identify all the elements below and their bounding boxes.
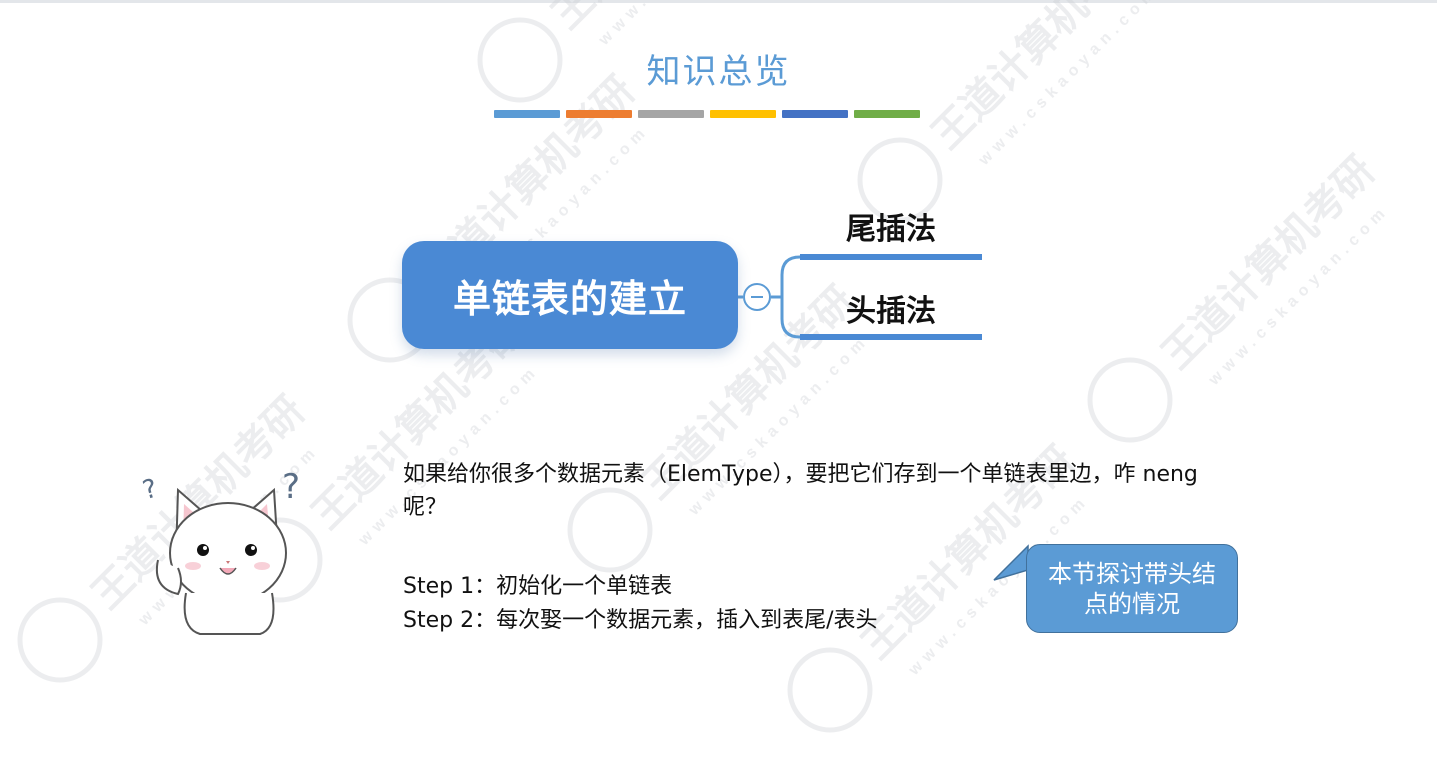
accent-bar-3 — [638, 110, 704, 118]
question-paragraph: 如果给你很多个数据元素（ElemType），要把它们存到一个单链表里边，咋 ne… — [403, 462, 1198, 520]
step-item-2: Step 2：每次娶一个数据元素，插入到表尾/表头 — [403, 608, 878, 633]
branch-line-2 — [780, 297, 982, 339]
accent-bar-5 — [782, 110, 848, 118]
step-item-1: Step 1：初始化一个单链表 — [403, 574, 673, 599]
minus-circle-icon[interactable] — [743, 283, 771, 311]
confused-cat-icon: ? ? — [140, 468, 300, 635]
slide-title: 知识总览 — [646, 52, 791, 92]
accent-bar-2 — [566, 110, 632, 118]
mindmap-central-topic: 单链表的建立 — [402, 241, 738, 349]
accent-bar-6 — [854, 110, 920, 118]
title-accent-bars — [494, 110, 920, 118]
accent-bar-4 — [710, 110, 776, 118]
svg-text:?: ? — [140, 474, 161, 507]
mindmap-branch-tail-insert: 尾插法 — [846, 212, 936, 247]
accent-bar-1 — [494, 110, 560, 118]
svg-text:?: ? — [282, 468, 300, 507]
mindmap-branch-head-insert: 头插法 — [846, 294, 936, 329]
steps-list: Step 1：初始化一个单链表 Step 2：每次娶一个数据元素，插入到表尾/表… — [403, 570, 878, 638]
branch-line-1 — [771, 255, 982, 299]
callout-bubble: 本节探讨带头结点的情况 — [1026, 544, 1238, 633]
top-divider — [0, 0, 1437, 3]
